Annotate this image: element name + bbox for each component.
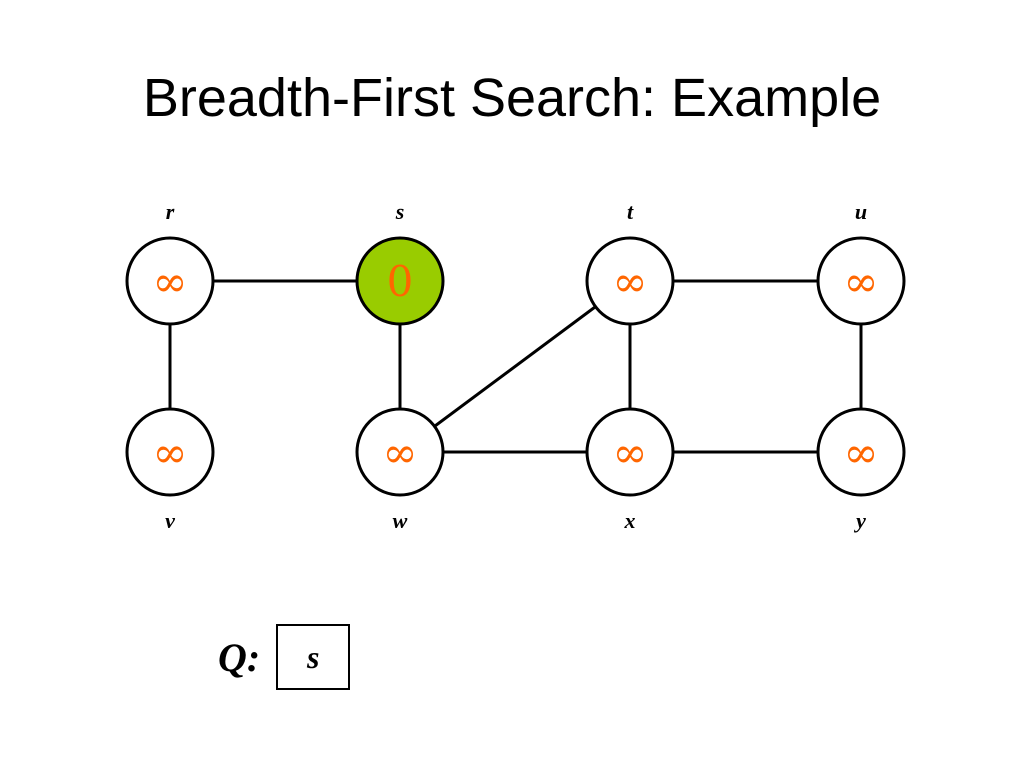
- vertex-distance-t: ∞: [613, 257, 648, 306]
- vertex-s: 0s: [355, 199, 445, 326]
- vertex-circle-w: [355, 407, 445, 497]
- vertex-label-s: s: [395, 199, 405, 224]
- vertex-v: ∞v: [125, 407, 215, 533]
- vertex-circle-r: [125, 236, 215, 326]
- vertex-label-u: u: [855, 199, 867, 224]
- vertex-label-v: v: [165, 508, 175, 533]
- slide-title: Breadth-First Search: Example: [142, 68, 882, 128]
- edges-layer: [168, 279, 863, 454]
- vertex-distance-r: ∞: [153, 257, 188, 306]
- queue-label: Q:: [218, 634, 261, 680]
- vertex-circle-x: [585, 407, 675, 497]
- vertex-circle-s: [355, 236, 445, 326]
- vertex-t: ∞t: [585, 199, 675, 326]
- nodes-layer: ∞r0s∞t∞u∞v∞w∞x∞y: [125, 199, 906, 533]
- queue: Q: s: [218, 622, 351, 692]
- vertex-label-w: w: [393, 508, 408, 533]
- queue-cells: s: [276, 624, 351, 690]
- vertex-distance-u: ∞: [844, 257, 879, 306]
- vertex-u: ∞u: [816, 199, 906, 326]
- vertex-y: ∞y: [816, 407, 906, 533]
- vertex-w: ∞w: [355, 407, 445, 533]
- vertex-distance-w: ∞: [383, 428, 418, 477]
- vertex-label-x: x: [624, 508, 636, 533]
- vertex-distance-y: ∞: [844, 428, 879, 477]
- vertex-distance-x: ∞: [613, 428, 648, 477]
- vertex-label-y: y: [853, 508, 866, 533]
- vertex-circle-y: [816, 407, 906, 497]
- vertex-label-r: r: [166, 199, 175, 224]
- vertex-circle-u: [816, 236, 906, 326]
- vertex-circle-v: [125, 407, 215, 497]
- edge-w-t: [399, 279, 631, 454]
- vertex-label-t: t: [627, 199, 634, 224]
- vertex-r: ∞r: [125, 199, 215, 326]
- vertex-distance-s: 0: [387, 257, 414, 306]
- vertex-distance-v: ∞: [153, 428, 188, 477]
- vertex-circle-t: [585, 236, 675, 326]
- vertex-x: ∞x: [585, 407, 675, 533]
- queue-item: s: [276, 624, 351, 690]
